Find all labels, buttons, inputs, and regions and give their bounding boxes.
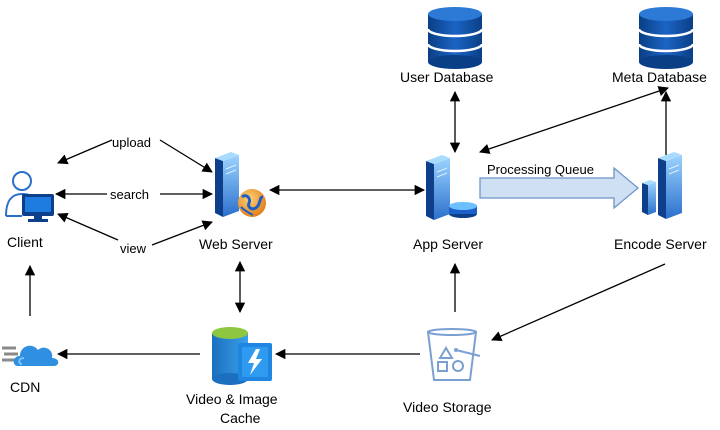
- storage-bucket-icon: [426, 328, 481, 381]
- database-icon: [637, 7, 695, 69]
- node-label-meta-database: Meta Database: [612, 69, 707, 85]
- edge-app-metadb: [479, 86, 669, 154]
- node-label-cache-line2: Cache: [220, 410, 261, 426]
- cloud-icon: [2, 345, 59, 366]
- cache-icon: [212, 327, 272, 385]
- processing-queue-arrow: [479, 166, 640, 210]
- database-icon: [426, 7, 484, 69]
- edge-encode-storage: [491, 263, 666, 341]
- node-label-video-storage: Video Storage: [403, 399, 492, 415]
- node-label-web-server: Web Server: [199, 236, 273, 252]
- app-server-icon: [426, 155, 477, 220]
- edge-view-2: [151, 220, 213, 246]
- edge-label-view: view: [120, 241, 147, 256]
- node-label-encode-server: Encode Server: [614, 236, 707, 252]
- node-label-cdn: CDN: [10, 379, 40, 395]
- edge-upload-2: [159, 139, 213, 173]
- node-label-app-server: App Server: [413, 236, 483, 252]
- web-server-icon: [215, 152, 266, 217]
- node-label-user-database: User Database: [400, 69, 494, 85]
- processing-queue-label: Processing Queue: [487, 162, 594, 177]
- user-computer-icon: [5, 171, 54, 222]
- encode-server-icon: [642, 152, 682, 219]
- edge-label-upload: upload: [112, 135, 151, 150]
- edge-view: [57, 212, 119, 241]
- node-label-cache-line1: Video & Image: [186, 391, 278, 407]
- edge-label-search: search: [110, 187, 149, 202]
- edge-upload: [57, 139, 113, 165]
- node-label-client: Client: [7, 234, 43, 250]
